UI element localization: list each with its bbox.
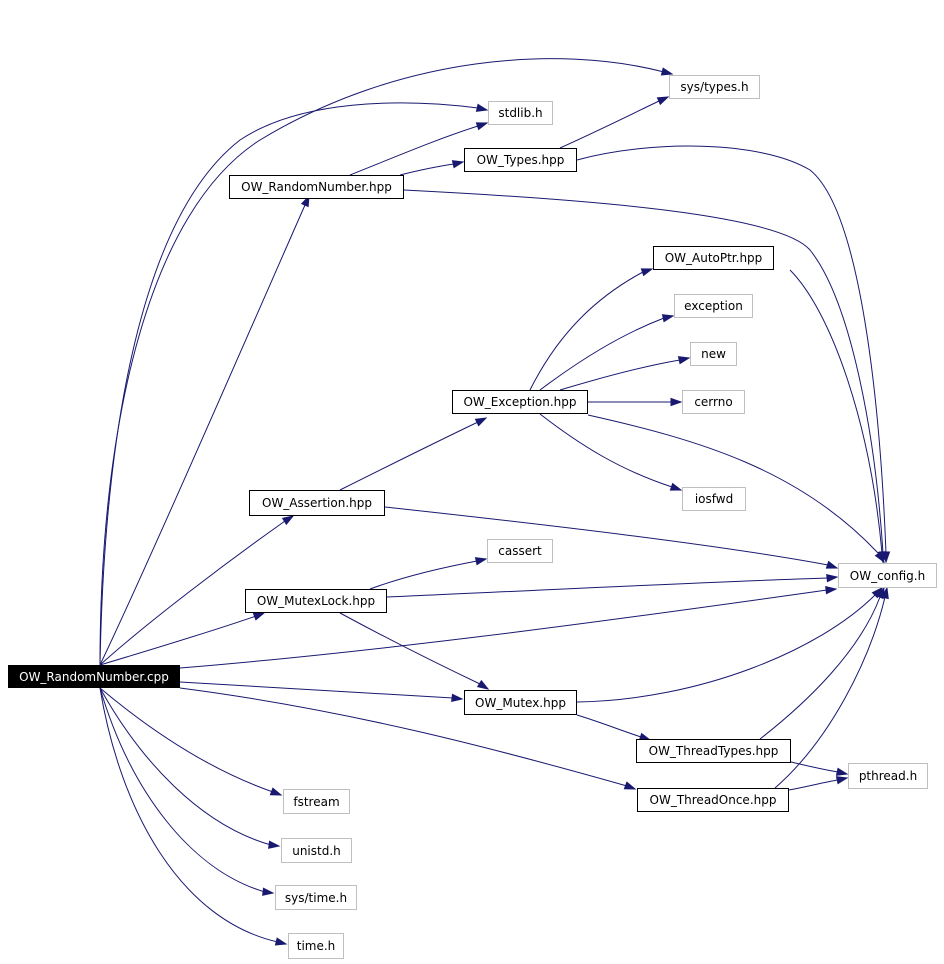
node-stdlib-h: stdlib.h (488, 101, 553, 125)
edge-tail-root-to-threadonce (625, 785, 628, 787)
edge-mutex-to-config (576, 594, 876, 703)
edge-exception-to-config (587, 414, 879, 554)
arrowhead-exception-to-new (677, 356, 691, 365)
node-sys-time-h: sys/time.h (275, 885, 357, 910)
node-ow-threadtypes-hpp[interactable]: OW_ThreadTypes.hpp (636, 739, 791, 763)
node-exception: exception (674, 294, 753, 318)
node-ow-threadonce-hpp[interactable]: OW_ThreadOnce.hpp (637, 788, 789, 812)
arrowhead-exception-to-exception (661, 314, 675, 323)
arrowhead-mutexlock-to-config (826, 573, 839, 583)
arrowhead-root-to-config (825, 585, 838, 595)
arrowhead-exception-to-cerrno (670, 397, 683, 407)
node-iosfwd: iosfwd (682, 487, 746, 511)
arrowhead-types-to-sys-types (656, 96, 670, 106)
edge-randomnumber-to-stdlib (349, 125, 479, 176)
edge-randomnumber-to-types (399, 163, 455, 176)
edge-mutex-to-threadtypes (576, 714, 642, 738)
edge-autoptr-to-config (789, 269, 883, 554)
node-ow-mutexlock-hpp[interactable]: OW_MutexLock.hpp (245, 589, 387, 613)
edge-exception-to-exception (539, 317, 665, 391)
edge-root-to-config (179, 589, 828, 669)
edge-types-to-config (576, 145, 887, 554)
edge-tail-root-to-mutexlock (254, 615, 257, 617)
node-fstream: fstream (283, 789, 350, 814)
node-ow-mutex-hpp[interactable]: OW_Mutex.hpp (464, 690, 577, 715)
arrowhead-assertion-to-exception (474, 417, 488, 427)
edge-root-to-unistd (99, 687, 272, 846)
edge-root-to-mutex (179, 681, 454, 699)
node-ow-autoptr-hpp[interactable]: OW_AutoPtr.hpp (653, 246, 774, 270)
node-cassert: cassert (487, 539, 553, 563)
edge-exception-to-autoptr (529, 271, 644, 391)
node-ow-assertion-hpp[interactable]: OW_Assertion.hpp (249, 490, 385, 516)
edge-root-to-mutexlock (99, 615, 257, 666)
node-ow-randomnumber-hpp[interactable]: OW_RandomNumber.hpp (229, 175, 404, 199)
edge-root-to-randomnumber-hpp (99, 204, 306, 666)
arrowhead-randomnumber-to-types (451, 160, 465, 169)
edge-root-to-sys-time (99, 687, 266, 893)
edge-tail-root-to-fstream (271, 791, 274, 793)
edge-assertion-to-exception (339, 421, 479, 491)
edge-exception-to-iosfwd (539, 413, 673, 488)
edge-mutexlock-to-config (386, 577, 829, 598)
edge-threadonce-to-config (774, 596, 886, 789)
edge-assertion-to-config (384, 506, 829, 566)
node-root-file[interactable]: OW_RandomNumber.cpp (8, 665, 180, 688)
node-pthread-h: pthread.h (848, 763, 928, 789)
arrowhead-threadonce-to-pthread (835, 776, 849, 785)
edge-types-to-sys-types (559, 100, 660, 149)
arrowhead-mutexlock-to-cassert (474, 557, 488, 566)
arrowhead-root-to-mutex (451, 693, 464, 703)
arrowhead-threadtypes-to-pthread (835, 767, 849, 776)
node-ow-config-h: OW_config.h (838, 563, 937, 588)
node-sys-types-h: sys/types.h (669, 75, 760, 99)
node-unistd-h: unistd.h (281, 838, 352, 863)
edge-mutexlock-to-cassert (369, 560, 478, 590)
node-ow-types-hpp[interactable]: OW_Types.hpp (464, 148, 577, 172)
edge-root-to-time (99, 687, 279, 943)
edge-root-to-assertion (99, 520, 286, 666)
node-time-h: time.h (288, 933, 344, 959)
edge-exception-to-new (559, 359, 681, 391)
edge-root-to-stdlib (99, 102, 479, 666)
edge-root-to-fstream (99, 687, 274, 793)
node-cerrno: cerrno (682, 390, 745, 414)
arrowhead-root-to-assertion (281, 515, 295, 526)
edge-randomnumber-to-config (403, 189, 884, 554)
edge-threadonce-to-pthread (788, 779, 839, 791)
edge-mutexlock-to-mutex (339, 612, 481, 685)
edge-threadtypes-to-pthread (790, 761, 839, 773)
node-new: new (690, 342, 737, 366)
arrowhead-mutexlock-to-mutex (476, 679, 490, 690)
node-ow-exception-hpp[interactable]: OW_Exception.hpp (452, 390, 588, 414)
edge-threadtypes-to-config (759, 596, 881, 740)
arrowhead-root-to-stdlib (475, 103, 489, 112)
edge-root-to-threadonce (179, 687, 628, 787)
